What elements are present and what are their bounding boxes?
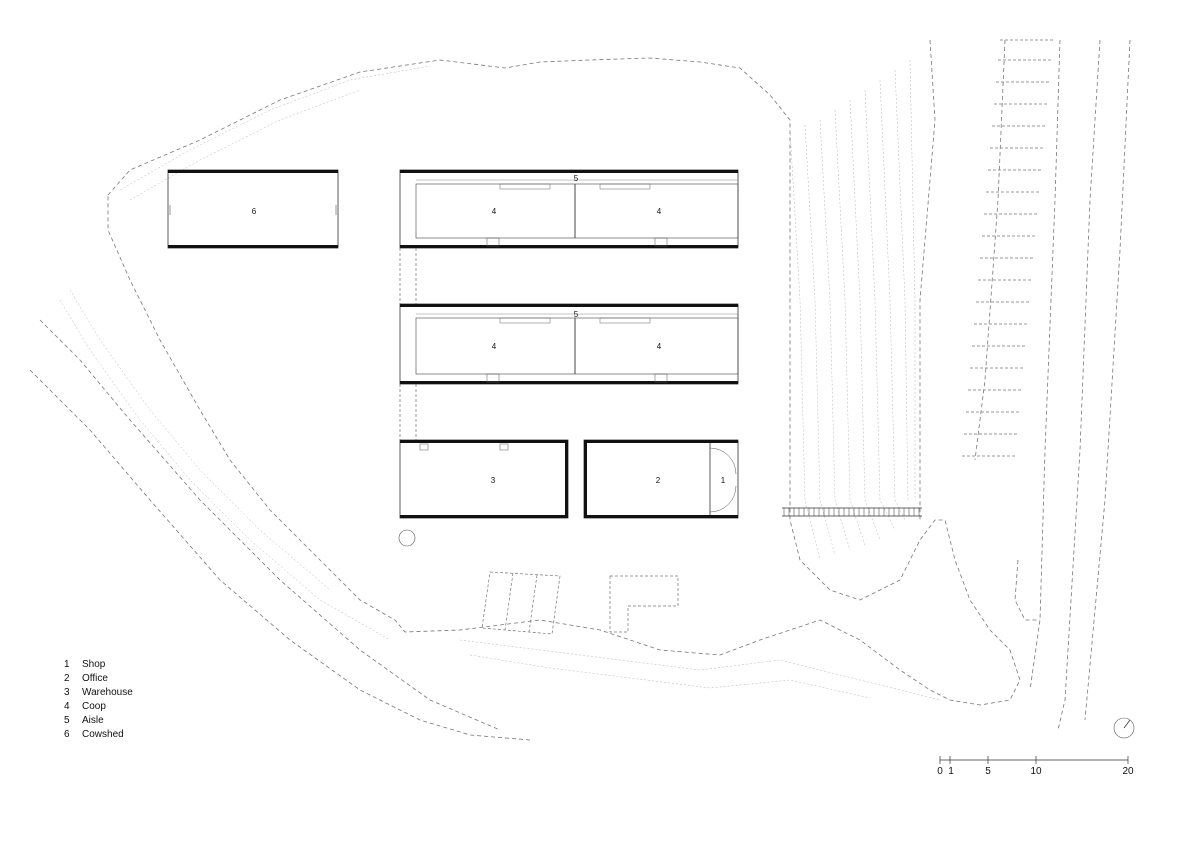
- scale-label-10: 10: [1030, 766, 1042, 777]
- walkway: [399, 248, 417, 440]
- aisle-mid-label: 5: [574, 310, 579, 319]
- office-label: 2: [656, 476, 661, 485]
- shop-label: 1: [721, 476, 726, 485]
- parking-bays: [962, 39, 1055, 457]
- warehouse-label: 3: [491, 476, 496, 485]
- bridge: [782, 507, 922, 517]
- scale-label-1: 1: [948, 766, 954, 777]
- site-boundary: [29, 39, 1131, 741]
- aisle-top-label: 5: [574, 174, 579, 183]
- coop-top-right-label: 4: [657, 207, 662, 216]
- cowshed-label: 6: [252, 207, 257, 216]
- coop-block-top: [399, 169, 739, 249]
- lower-parking: [481, 571, 679, 635]
- scale-label-20: 20: [1122, 766, 1134, 777]
- scale-label-5: 5: [985, 766, 991, 777]
- coop-top-left-label: 4: [492, 207, 497, 216]
- coop-mid-left-label: 4: [492, 342, 497, 351]
- coop-block-middle: [399, 303, 739, 385]
- north-arrow-icon: [1113, 717, 1135, 739]
- scale-label-0: 0: [937, 766, 943, 777]
- terrain-contours: [59, 59, 941, 701]
- office-shop-building: [583, 439, 739, 519]
- warehouse-building: [399, 439, 569, 519]
- scale-bar: [939, 756, 1129, 764]
- bridge-ticks: [783, 508, 920, 516]
- tree-symbol: [398, 529, 416, 547]
- cowshed-building: [167, 169, 339, 249]
- coop-mid-right-label: 4: [657, 342, 662, 351]
